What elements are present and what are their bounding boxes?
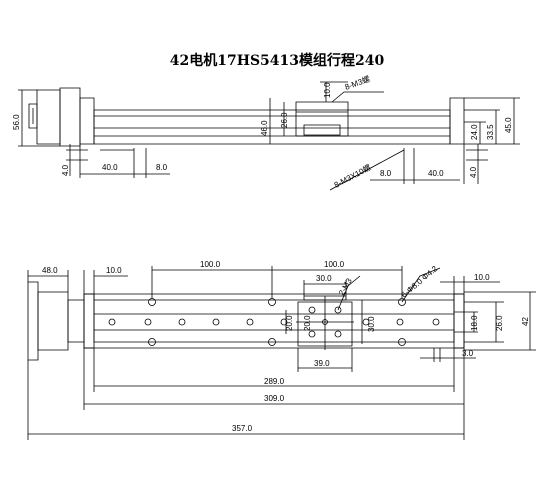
dim-18-vertical: 18.0 <box>470 315 479 331</box>
dim-42-vertical: 42 <box>521 317 530 326</box>
dim-30-vertical: 30.0 <box>367 316 376 332</box>
motor-flange <box>60 88 80 146</box>
plan-view: 48.0 10.0 100.0 100.0 10.0 30.0 2-M3 6-Φ… <box>28 260 536 440</box>
dim-48: 48.0 <box>42 266 58 275</box>
dim-3: 3.0 <box>462 349 474 358</box>
dim-26-vertical-right: 26.0 <box>495 315 504 331</box>
plan-motor-body <box>38 292 68 350</box>
dim-26-vertical: 26.0 <box>280 112 289 128</box>
label-8-m3x10: 8-M3X10螺 <box>332 162 372 190</box>
dim-40-left: 40.0 <box>102 163 118 172</box>
dim-40-right: 40.0 <box>428 169 444 178</box>
dim-10-right: 10.0 <box>474 273 490 282</box>
plan-base <box>84 294 464 348</box>
drawing-title: 42电机17HS5413模组行程240 <box>169 53 385 69</box>
mount-holes <box>109 299 439 346</box>
dim-30-top: 30.0 <box>316 274 332 283</box>
side-view: 10.0 8-M3螺 26.0 46.0 56.0 24.0 33.5 45.0… <box>12 74 520 190</box>
motor-body <box>37 90 60 144</box>
dim-10-vertical: 10.0 <box>323 82 332 98</box>
motor-connector <box>29 104 37 128</box>
dim-46-vertical: 46.0 <box>260 120 269 136</box>
dim-357: 357.0 <box>232 424 253 433</box>
carriage-slot <box>304 125 340 135</box>
plan-coupling <box>68 300 84 342</box>
dim-20-carriage: 20.0 <box>285 315 294 331</box>
dim-309: 309.0 <box>264 394 285 403</box>
dim-33-5-vertical: 33.5 <box>486 124 495 140</box>
dim-289: 289.0 <box>264 377 285 386</box>
plan-rail-outer <box>94 300 454 342</box>
dim-4-right: 4.0 <box>469 166 478 178</box>
dim-100-b: 100.0 <box>324 260 345 269</box>
left-end-plate <box>80 98 94 144</box>
dim-24-vertical: 24.0 <box>470 124 479 140</box>
dim-20-inner: 20.0 <box>303 315 312 331</box>
dim-100-a: 100.0 <box>200 260 221 269</box>
dim-10-left: 10.0 <box>106 266 122 275</box>
dim-45-vertical: 45.0 <box>504 117 513 133</box>
carriage <box>296 102 348 136</box>
right-end-plate <box>450 98 464 144</box>
dim-8-left: 8.0 <box>156 163 168 172</box>
label-8-m3: 8-M3螺 <box>343 74 371 92</box>
dim-39: 39.0 <box>314 359 330 368</box>
dim-56-vertical: 56.0 <box>12 114 21 130</box>
plan-motor-cap <box>28 282 38 360</box>
rail-body <box>94 110 450 144</box>
dim-8-right: 8.0 <box>380 169 392 178</box>
dim-4-left: 4.0 <box>61 164 70 176</box>
